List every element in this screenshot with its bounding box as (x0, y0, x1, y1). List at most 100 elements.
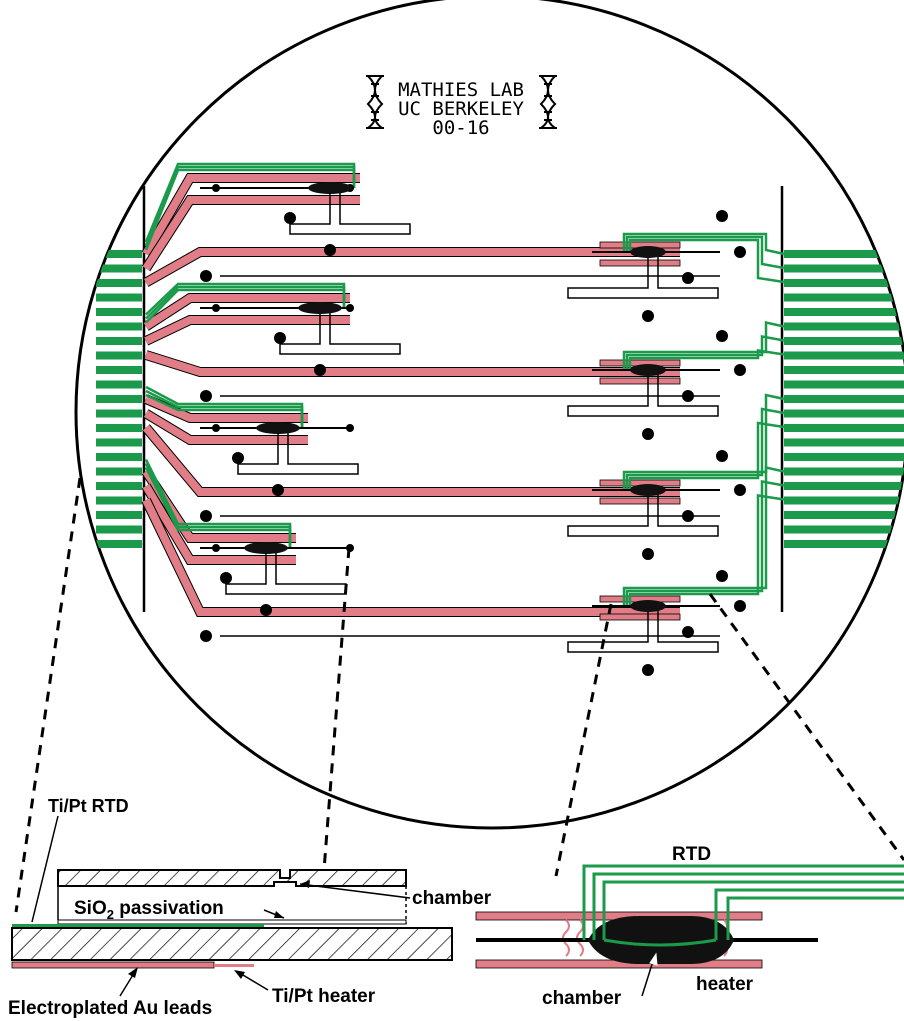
channel (237, 428, 359, 475)
heater-cross-section (214, 964, 254, 967)
rtd-lead (625, 335, 785, 370)
dna-left-icon (366, 75, 384, 129)
right-pad (784, 279, 904, 287)
reservoir (212, 424, 220, 432)
reservoir (734, 484, 746, 496)
channel (279, 308, 401, 355)
chamber (630, 364, 666, 376)
label-au-leads: Electroplated Au leads (8, 998, 212, 1019)
label-chamber-cross: chamber (412, 888, 492, 909)
chamber (256, 422, 300, 434)
reservoir (220, 572, 232, 584)
right-pad (784, 438, 904, 447)
right-pad (784, 322, 904, 331)
right-pad (784, 351, 904, 360)
rtd-lead (628, 349, 785, 370)
cover-plate (57, 869, 407, 887)
heater-lead (142, 196, 360, 271)
label-rtd: Ti/Pt RTD (48, 796, 129, 816)
reservoir (324, 244, 336, 256)
label-chamber-detail: chamber (542, 988, 622, 1009)
rtd-lead (145, 393, 304, 428)
left-pad (96, 264, 142, 273)
reservoir (232, 452, 244, 464)
reaction-chambers (244, 182, 666, 612)
reservoir (200, 270, 212, 282)
rtd-lead (625, 407, 785, 490)
left-pad (96, 540, 142, 548)
reservoir (200, 390, 212, 402)
rtd-lead (625, 480, 785, 606)
chamber (630, 246, 666, 258)
dna-right-icon (539, 75, 557, 129)
reservoir (716, 450, 728, 462)
heater-lead (142, 483, 296, 564)
reservoir (314, 364, 326, 376)
heater-lead (144, 395, 308, 422)
au-leads-cross-section (11, 961, 215, 969)
reservoir (200, 630, 212, 642)
reservoir (682, 510, 694, 522)
reservoir (642, 428, 654, 440)
left-pad (96, 322, 142, 331)
lab-logo: MATHIES LAB UC BERKELEY 00-16 (366, 75, 557, 139)
zoom-lines (14, 477, 904, 913)
reservoir (734, 600, 746, 612)
chamber-detail-shape (588, 916, 734, 964)
rtd-lead (622, 232, 785, 256)
left-pad (96, 366, 142, 374)
reservoir (716, 330, 728, 342)
reservoir (642, 548, 654, 560)
reservoir (642, 664, 654, 676)
rtd-leads (144, 162, 785, 606)
right-contact-pads (784, 250, 904, 548)
left-pad (96, 409, 142, 418)
right-pad (784, 380, 904, 389)
logo-line-1: MATHIES LAB (398, 79, 524, 101)
rtd-cross-section (12, 924, 264, 928)
right-pad (784, 511, 904, 519)
right-pad (784, 525, 904, 534)
rtd-lead (628, 238, 785, 284)
rtd-lead (628, 494, 785, 606)
right-pad (784, 496, 904, 505)
left-pad (96, 351, 142, 360)
reservoir (212, 544, 220, 552)
reservoir (734, 246, 746, 258)
right-pad (784, 264, 904, 273)
heater-lead (144, 351, 680, 376)
right-pad (784, 308, 904, 316)
channel (567, 606, 719, 653)
reservoir (682, 272, 694, 284)
left-contact-pads (96, 250, 142, 548)
reservoir (274, 332, 286, 344)
heater-lead (144, 248, 680, 286)
left-pad (96, 424, 142, 432)
reservoir (200, 510, 212, 522)
heater-lead (142, 498, 680, 616)
reservoir (284, 212, 296, 224)
left-pad (96, 337, 142, 345)
left-pad (96, 453, 142, 461)
heater-lead (142, 424, 680, 496)
wafer: MATHIES LAB UC BERKELEY 00-16 (74, 0, 904, 830)
rtd-lead (144, 466, 292, 548)
rtd-lead (145, 288, 346, 324)
label-heater-detail: heater (696, 974, 754, 995)
channel (567, 370, 719, 417)
left-pad (96, 525, 142, 534)
right-pad (784, 453, 904, 461)
left-pad (96, 380, 142, 389)
substrate (11, 927, 453, 961)
reservoir (260, 604, 272, 616)
left-pad (96, 395, 142, 403)
right-pad (784, 540, 904, 548)
chamber-detail: RTD chamber heater (475, 844, 904, 1009)
heater-lead (144, 316, 350, 345)
right-pad (784, 366, 904, 374)
chamber (630, 484, 666, 496)
reservoir (212, 304, 220, 312)
right-pad (784, 337, 904, 345)
chamber (630, 600, 666, 612)
left-pad (96, 511, 142, 519)
